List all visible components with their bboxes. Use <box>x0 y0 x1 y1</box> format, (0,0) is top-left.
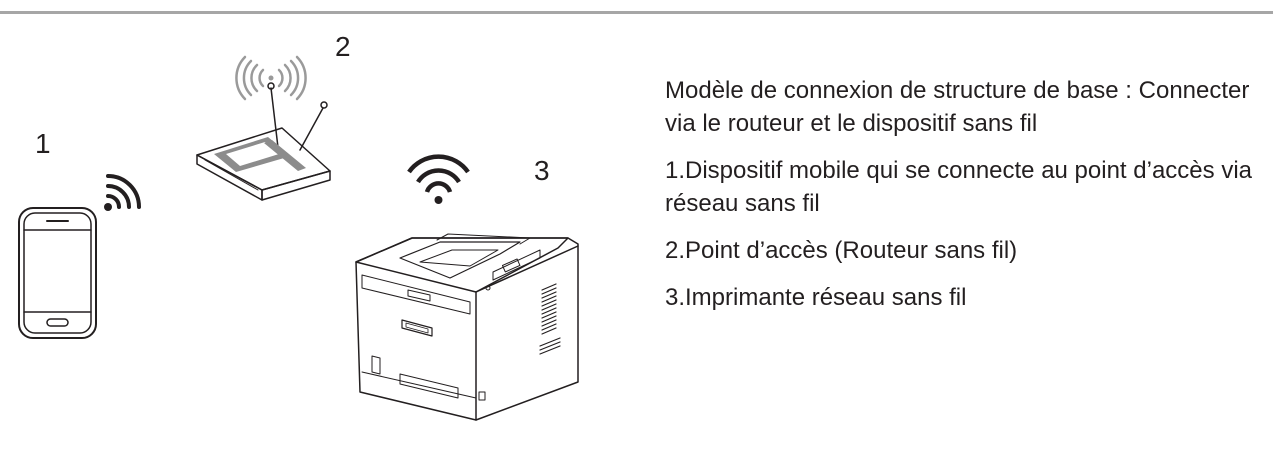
description-item-router: 2.Point d’accès (Routeur sans fil) <box>665 237 1018 264</box>
smartphone-icon <box>18 207 97 339</box>
wifi-icon <box>407 154 470 204</box>
printer-icon <box>355 233 579 421</box>
label-printer-number: 3 <box>534 155 550 186</box>
description-panel: Modèle de connexion de structure de base… <box>665 74 1265 328</box>
router-icon <box>196 82 331 201</box>
router-broadcast-icon <box>235 55 307 101</box>
description-item-device: 1.Dispositif mobile qui se connecte au p… <box>665 157 1252 217</box>
label-router-number: 2 <box>335 31 351 62</box>
network-diagram: 1 2 3 <box>18 31 579 421</box>
description-title: Modèle de connexion de structure de base… <box>665 77 1250 137</box>
diagram-drawing <box>18 55 579 421</box>
top-divider <box>0 11 1273 14</box>
wireless-signal-icon <box>104 174 141 211</box>
label-device-number: 1 <box>35 128 51 159</box>
description-item-printer: 3.Imprimante réseau sans fil <box>665 284 967 311</box>
